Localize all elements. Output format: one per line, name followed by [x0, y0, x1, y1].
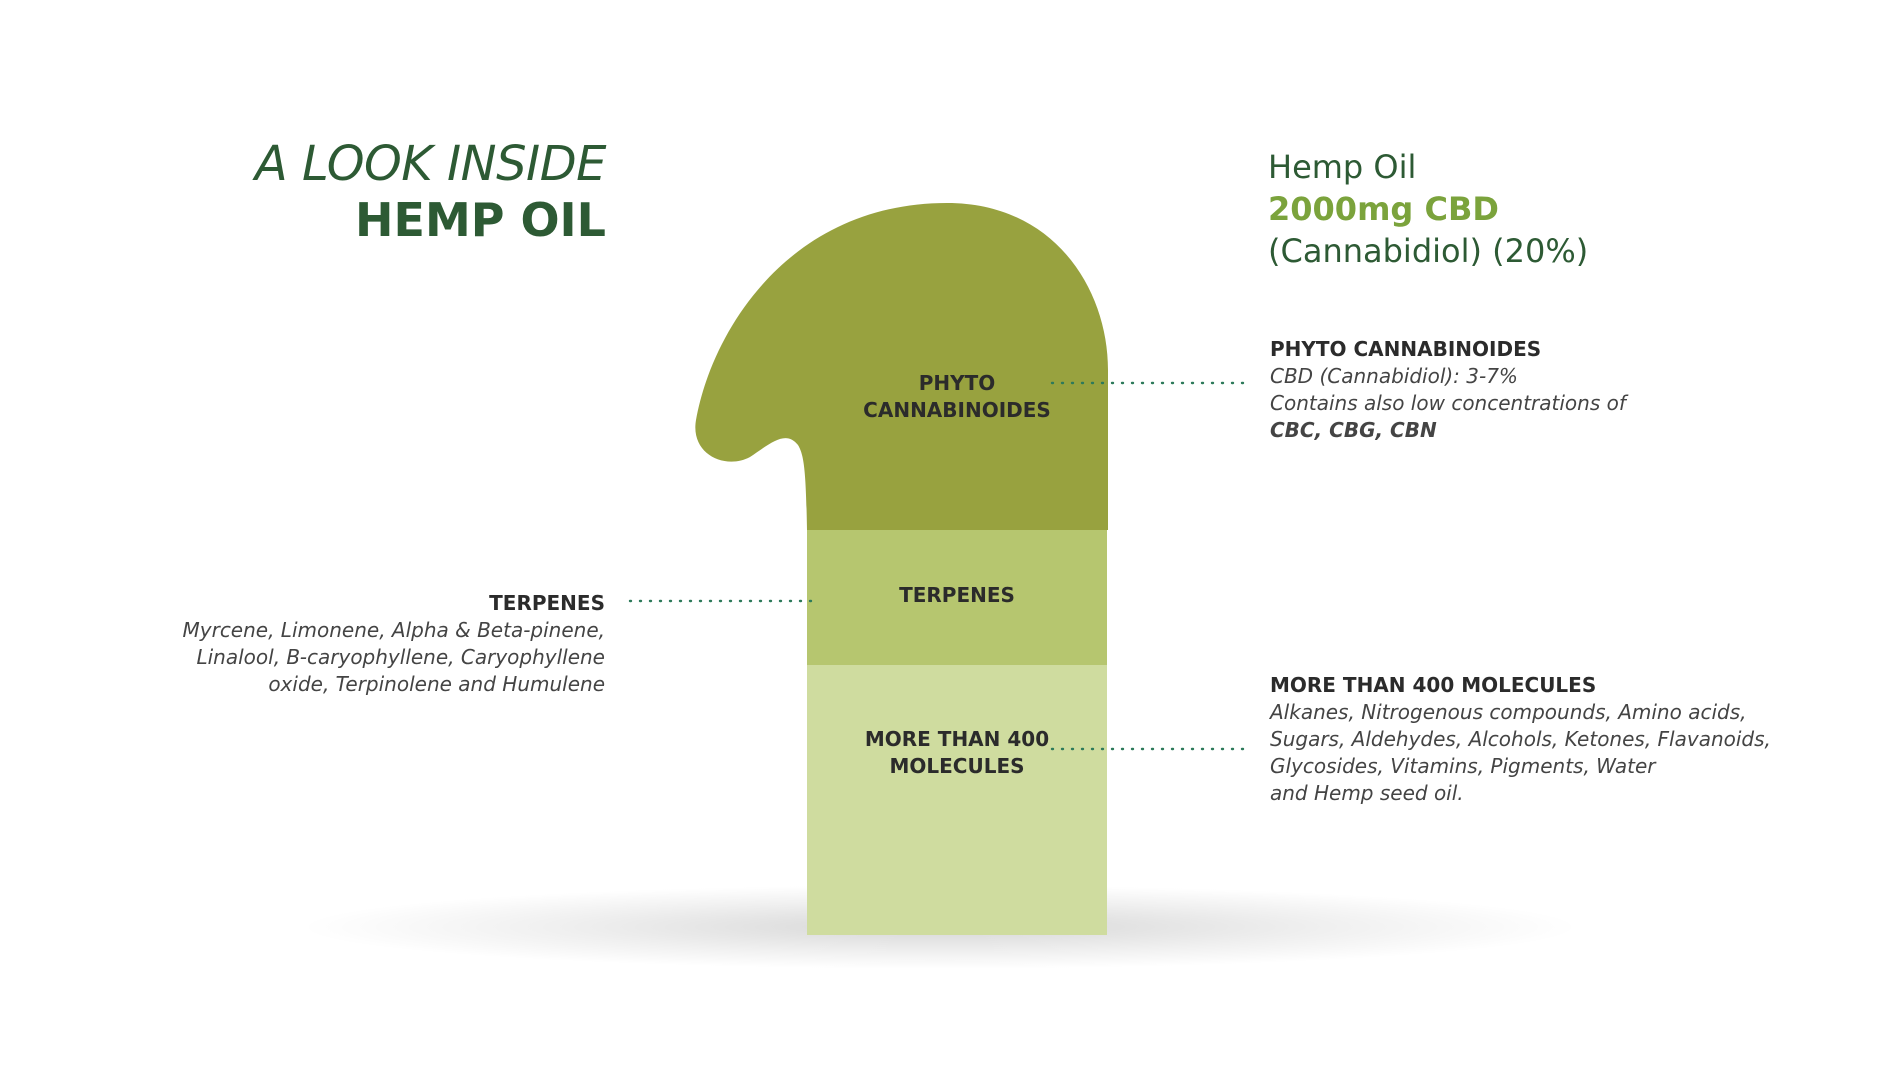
callout-cannabinoids-desc: CBD (Cannabidiol): 3-7% Contains also lo… [1270, 363, 1626, 444]
page-heading: A LOOK INSIDE HEMP OIL [254, 136, 607, 248]
segment-terpenes [807, 530, 1107, 665]
segment-label-molecules-1: MORE THAN 400 [864, 727, 1050, 751]
callout-terpenes-line-3: oxide, Terpinolene and Humulene [268, 672, 605, 696]
segment-label-molecules: MORE THAN 400 MOLECULES [807, 726, 1107, 780]
callout-molecules-line-4: and Hemp seed oil. [1270, 781, 1464, 805]
product-strength: 2000mg CBD [1268, 190, 1499, 228]
callout-cannabinoids: PHYTO CANNABINOIDES CBD (Cannabidiol): 3… [1270, 336, 1626, 444]
callout-cannabinoids-line-2: Contains also low concentrations of [1270, 391, 1626, 415]
heading-line-2: HEMP OIL [355, 193, 606, 247]
callout-molecules-line-2: Sugars, Aldehydes, Alcohols, Ketones, Fl… [1270, 727, 1771, 751]
callout-cannabinoids-line-3-wrap: CBC, CBG, CBN [1270, 417, 1626, 444]
cannabinoids-cap-smooth [695, 203, 1108, 530]
callout-terpenes-line-1: Myrcene, Limonene, Alpha & Beta-pinene, [182, 618, 606, 642]
heading-line-1: A LOOK INSIDE [254, 136, 607, 192]
callout-molecules-title: MORE THAN 400 MOLECULES [1270, 673, 1597, 697]
callout-molecules-line-3: Glycosides, Vitamins, Pigments, Water [1270, 754, 1656, 778]
callout-cannabinoids-line-1: CBD (Cannabidiol): 3-7% [1270, 364, 1518, 388]
callout-molecules: MORE THAN 400 MOLECULES Alkanes, Nitroge… [1270, 672, 1771, 807]
segment-label-molecules-2: MOLECULES [889, 754, 1025, 778]
product-info: Hemp Oil 2000mg CBD (Cannabidiol) (20%) [1268, 146, 1588, 272]
product-name: Hemp Oil [1268, 148, 1417, 186]
segment-label-cannabinoids-2: CANNABINOIDES [863, 398, 1051, 422]
segment-label-terpenes-text: TERPENES [899, 583, 1015, 607]
callout-terpenes-line-2: Linalool, B-caryophyllene, Caryophyllene [196, 645, 605, 669]
segment-label-terpenes: TERPENES [807, 582, 1107, 609]
callout-terpenes-title: TERPENES [489, 591, 605, 615]
segment-molecules [807, 665, 1107, 935]
callout-terpenes: TERPENES Myrcene, Limonene, Alpha & Beta… [183, 590, 606, 698]
segment-label-cannabinoids: PHYTO CANNABINOIDES [807, 370, 1107, 424]
callout-terpenes-desc: Myrcene, Limonene, Alpha & Beta-pinene, … [183, 617, 606, 698]
callout-cannabinoids-line-3: CBC, CBG, CBN [1270, 418, 1437, 442]
segment-label-cannabinoids-1: PHYTO [918, 371, 996, 395]
product-detail: (Cannabidiol) (20%) [1268, 232, 1589, 270]
callout-molecules-line-1: Alkanes, Nitrogenous compounds, Amino ac… [1270, 700, 1747, 724]
callout-cannabinoids-title: PHYTO CANNABINOIDES [1270, 337, 1542, 361]
callout-molecules-desc: Alkanes, Nitrogenous compounds, Amino ac… [1270, 699, 1771, 807]
